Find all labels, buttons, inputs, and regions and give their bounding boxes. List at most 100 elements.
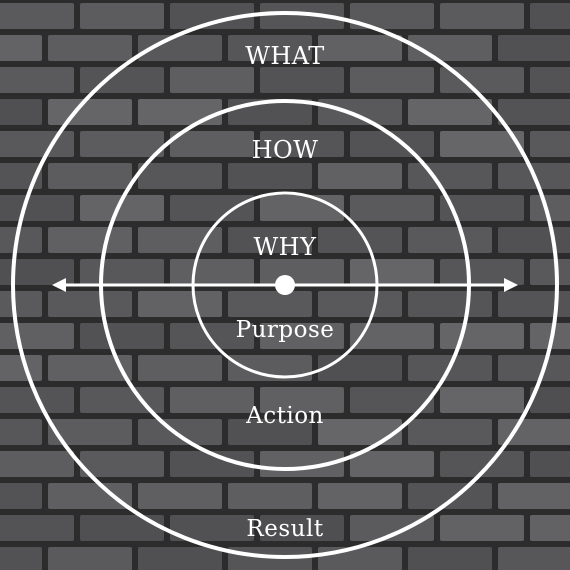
- brick: [0, 35, 42, 61]
- brick: [408, 419, 492, 445]
- brick: [350, 259, 434, 285]
- brick: [0, 227, 42, 253]
- brick: [350, 3, 434, 29]
- brick: [530, 67, 570, 93]
- brick: [138, 35, 222, 61]
- label-result: Result: [246, 516, 324, 542]
- brick: [138, 163, 222, 189]
- brick: [170, 131, 254, 157]
- brick: [530, 387, 570, 413]
- outer-circle: [11, 11, 559, 559]
- brick: [0, 259, 74, 285]
- brick: [498, 483, 570, 509]
- brick: [318, 35, 402, 61]
- brick: [260, 387, 344, 413]
- brick: [170, 451, 254, 477]
- brick: [440, 451, 524, 477]
- brick: [0, 451, 74, 477]
- brick: [498, 35, 570, 61]
- brick: [228, 291, 312, 317]
- brick: [498, 99, 570, 125]
- brick: [530, 131, 570, 157]
- brick: [228, 355, 312, 381]
- brick: [318, 99, 402, 125]
- label-how: HOW: [251, 136, 319, 164]
- brick: [0, 291, 42, 317]
- brick: [0, 547, 42, 570]
- brick: [138, 99, 222, 125]
- label-what: WHAT: [245, 42, 325, 70]
- brick: [80, 323, 164, 349]
- brick: [408, 483, 492, 509]
- brick: [318, 163, 402, 189]
- left-arrowhead: [52, 278, 66, 292]
- brick: [80, 451, 164, 477]
- brick: [498, 547, 570, 570]
- brick: [48, 483, 132, 509]
- brick: [0, 3, 74, 29]
- brick: [228, 163, 312, 189]
- brick: [530, 451, 570, 477]
- brick: [440, 3, 524, 29]
- brick: [498, 291, 570, 317]
- brick: [260, 515, 344, 541]
- brick: [408, 291, 492, 317]
- brick: [80, 515, 164, 541]
- brick: [260, 3, 344, 29]
- label-action: Action: [246, 403, 324, 429]
- brick: [80, 387, 164, 413]
- brick: [0, 483, 42, 509]
- brick: [228, 35, 312, 61]
- brick: [0, 99, 42, 125]
- brick: [170, 67, 254, 93]
- brick: [530, 515, 570, 541]
- brick: [0, 515, 74, 541]
- brick: [498, 355, 570, 381]
- brick: [138, 419, 222, 445]
- brick: [0, 195, 74, 221]
- brick: [318, 483, 402, 509]
- brick: [408, 547, 492, 570]
- brick: [260, 323, 344, 349]
- brick: [350, 323, 434, 349]
- brick: [80, 131, 164, 157]
- brick: [80, 3, 164, 29]
- brick: [138, 355, 222, 381]
- brick: [170, 195, 254, 221]
- brick: [48, 227, 132, 253]
- brick: [350, 67, 434, 93]
- brick: [48, 355, 132, 381]
- label-purpose: Purpose: [235, 317, 335, 343]
- brick: [318, 355, 402, 381]
- brick: [408, 227, 492, 253]
- brick: [530, 195, 570, 221]
- brick: [48, 419, 132, 445]
- brick: [350, 387, 434, 413]
- brick: [440, 131, 524, 157]
- brick: [170, 259, 254, 285]
- brick: [228, 227, 312, 253]
- brick: [80, 195, 164, 221]
- brick: [170, 387, 254, 413]
- brick: [350, 451, 434, 477]
- brick: [138, 547, 222, 570]
- brick: [530, 323, 570, 349]
- brick: [440, 195, 524, 221]
- brick: [170, 515, 254, 541]
- brick: [170, 3, 254, 29]
- brick: [350, 195, 434, 221]
- brick: [440, 515, 524, 541]
- brick: [48, 163, 132, 189]
- brick: [48, 35, 132, 61]
- brick: [138, 291, 222, 317]
- right-arrowhead: [504, 278, 518, 292]
- brick: [170, 323, 254, 349]
- brick: [260, 131, 344, 157]
- label-why: WHY: [253, 233, 317, 261]
- brick: [440, 259, 524, 285]
- brick: [48, 547, 132, 570]
- brick: [408, 99, 492, 125]
